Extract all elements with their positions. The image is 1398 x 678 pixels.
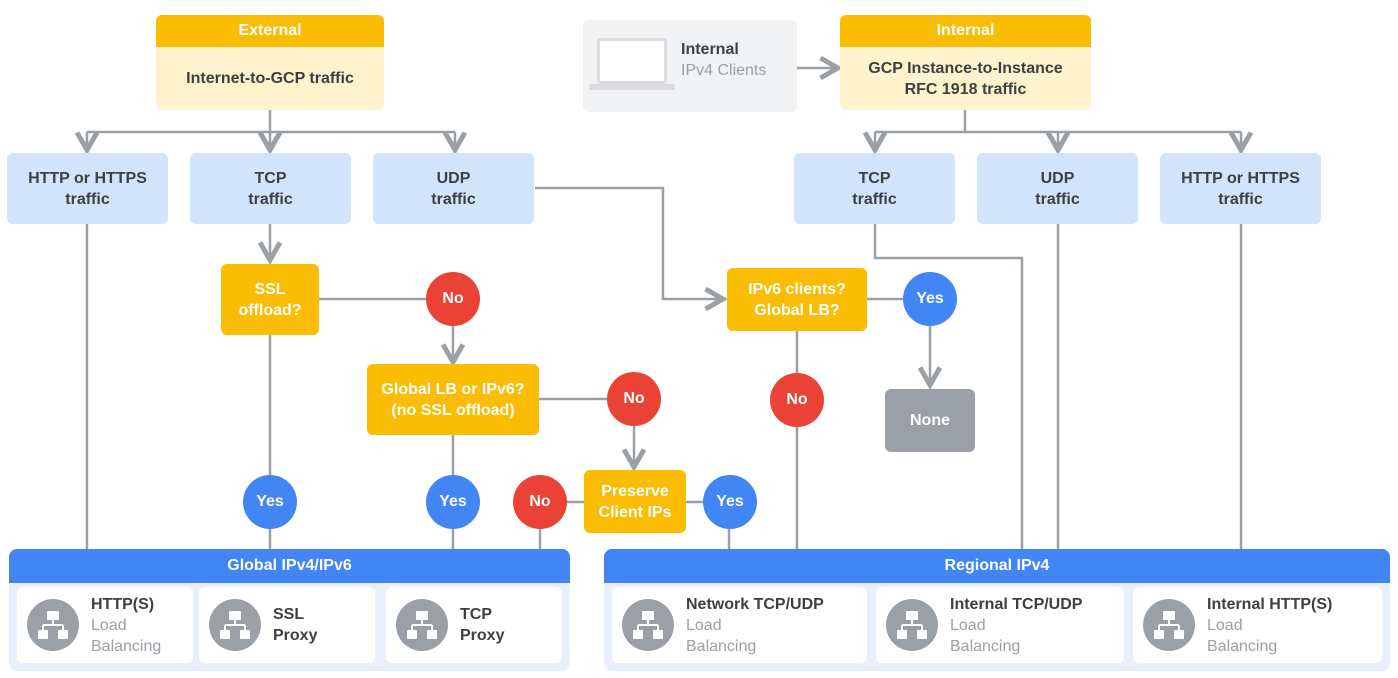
- regional-section-title: Regional IPv4: [604, 549, 1390, 583]
- clients-label: Internal IPv4 Clients: [681, 41, 767, 79]
- answer-no: No: [607, 372, 661, 426]
- load-balancer-icon: [209, 599, 261, 651]
- answer-no: No: [513, 475, 567, 529]
- decision-ipv6-clients: IPv6 clients?Global LB?: [727, 268, 867, 331]
- external-description: Internet-to-GCP traffic: [156, 47, 384, 110]
- answer-no: No: [426, 272, 480, 326]
- load-balancer-icon: [622, 599, 674, 651]
- external-header: External: [156, 15, 384, 47]
- load-balancer-icon: [1143, 599, 1195, 651]
- answer-yes: Yes: [426, 475, 480, 529]
- load-balancer-icon: [396, 599, 448, 651]
- laptop-base-icon: [589, 84, 675, 90]
- answer-no: No: [770, 373, 824, 427]
- answer-yes: Yes: [703, 475, 757, 529]
- global-section-title: Global IPv4/IPv6: [9, 549, 570, 583]
- internal-description: GCP Instance-to-Instance RFC 1918 traffi…: [840, 47, 1091, 110]
- none-result: None: [885, 389, 975, 452]
- answer-yes: Yes: [903, 272, 957, 326]
- internal-clients-box: Internal IPv4 Clients: [583, 20, 797, 112]
- laptop-icon: [597, 38, 667, 84]
- answer-yes: Yes: [243, 475, 297, 529]
- internal-header: Internal: [840, 15, 1091, 47]
- load-balancer-icon: [886, 599, 938, 651]
- load-balancer-icon: [27, 599, 79, 651]
- decision-global-lb: Global LB or IPv6?(no SSL offload): [367, 364, 539, 435]
